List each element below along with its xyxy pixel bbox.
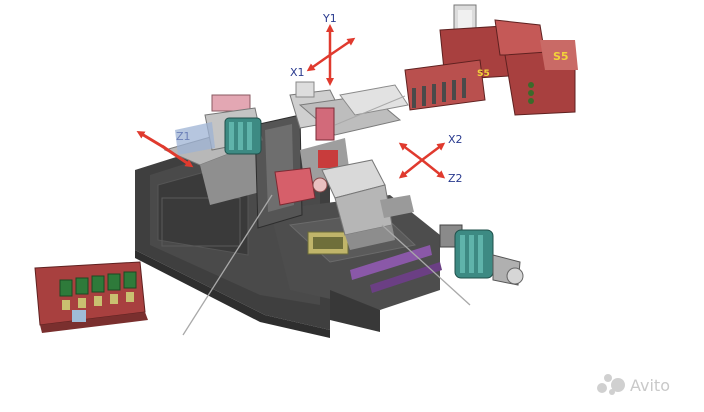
tool-block-left xyxy=(34,261,148,333)
chuck-assembly xyxy=(274,159,414,250)
axis-arrows-x2-z2 xyxy=(398,142,446,179)
avito-watermark: Avito xyxy=(597,374,670,395)
label-y1: Y1 xyxy=(322,12,337,25)
label-s5: S5 xyxy=(553,50,569,63)
label-s5-small: S5 xyxy=(477,69,490,79)
label-x2: X2 xyxy=(448,133,463,146)
tool-gang-s5: S5 S5 xyxy=(404,4,578,116)
label-x1: X1 xyxy=(290,66,305,79)
label-z1: Z1 xyxy=(176,130,191,143)
spindle-right xyxy=(439,224,524,286)
axis-arrows-y1-x1 xyxy=(306,24,356,86)
avito-dots-logo-icon xyxy=(597,374,625,395)
leader-lines xyxy=(182,95,471,336)
watermark-text: Avito xyxy=(630,376,670,395)
axis-arrow-z1 xyxy=(136,130,194,168)
label-z2: Z2 xyxy=(448,172,463,185)
spindle-z1 xyxy=(175,94,263,155)
